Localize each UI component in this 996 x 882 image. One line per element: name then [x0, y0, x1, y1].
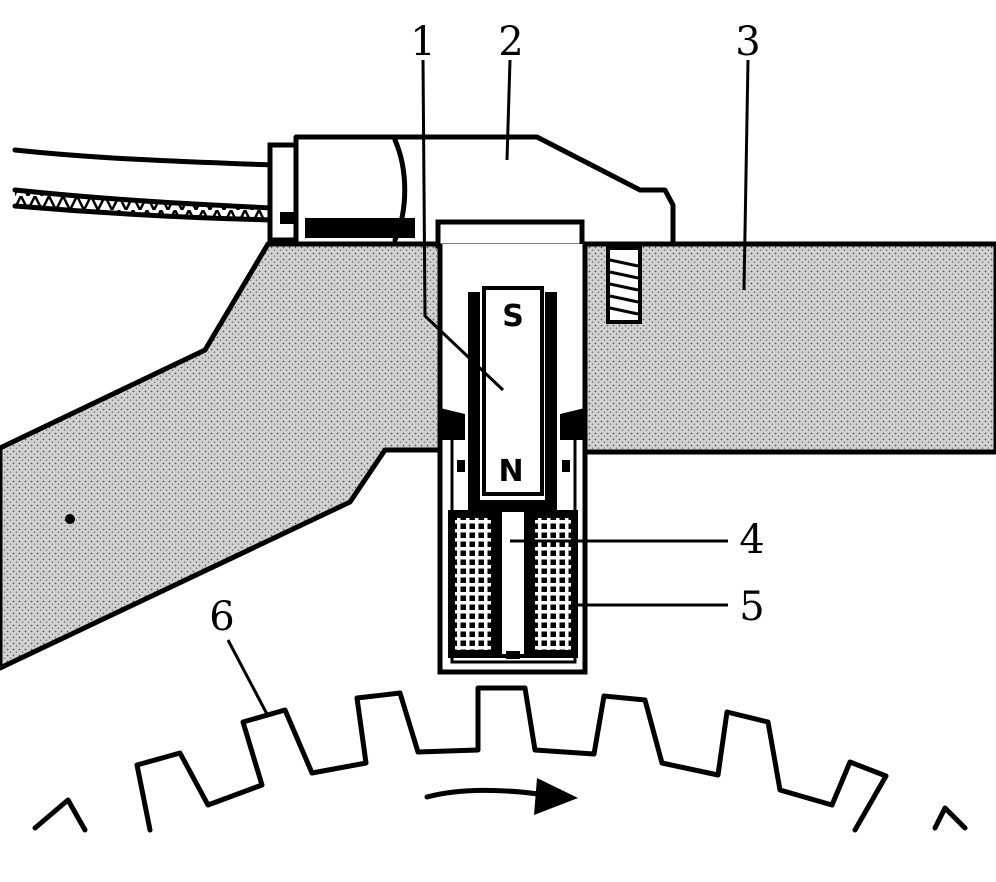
soft-iron-core: [498, 508, 528, 659]
label-2: 2: [498, 19, 523, 65]
label-5: 5: [739, 584, 764, 630]
permanent-magnet: S N: [468, 286, 557, 510]
sensor-cable: [12, 147, 275, 223]
magnet-north-pole: N: [498, 454, 523, 489]
rotation-arrow: [424, 778, 578, 815]
mounting-screw: [606, 246, 642, 324]
label-3: 3: [735, 19, 760, 65]
induction-winding: [448, 510, 578, 658]
label-1: 1: [410, 19, 435, 65]
magnet-south-pole: S: [502, 299, 524, 334]
leader-lines: [226, 59, 750, 717]
sensor-connector-head: [267, 134, 676, 249]
label-6: 6: [209, 594, 234, 640]
label-4: 4: [739, 517, 764, 563]
housing-speck: [65, 514, 75, 524]
toothed-trigger-wheel: [32, 685, 968, 833]
